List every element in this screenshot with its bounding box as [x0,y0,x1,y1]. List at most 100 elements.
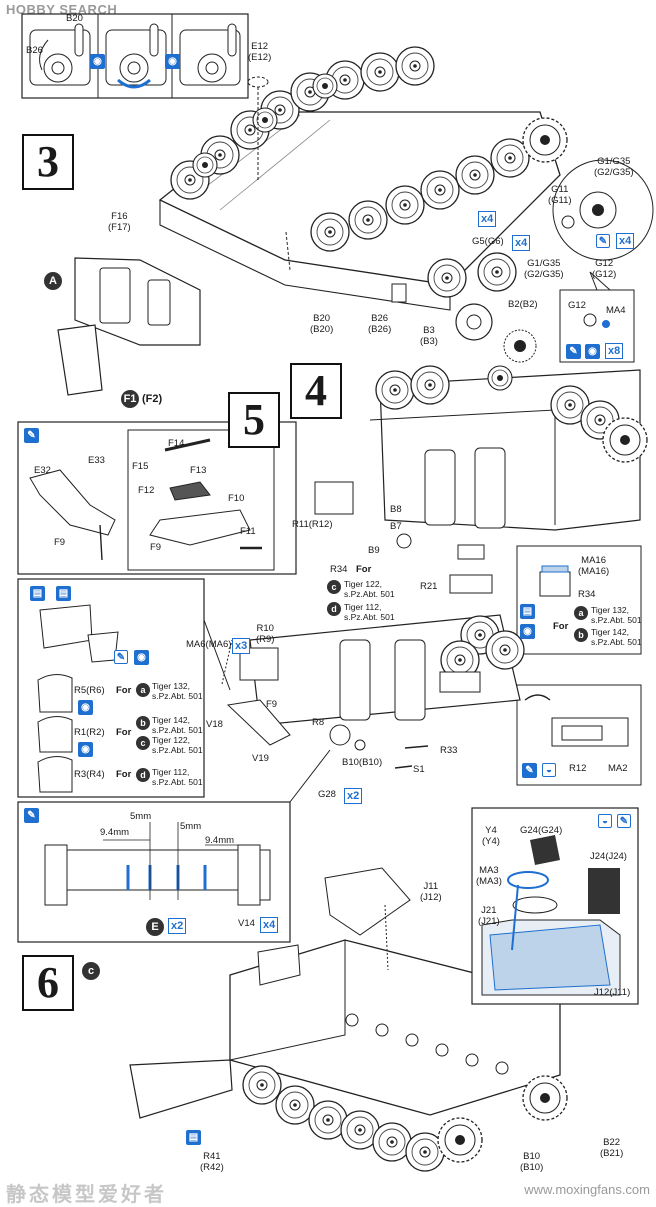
label-f10: F10 [228,493,245,504]
f9-subdetail-box [127,429,275,571]
glue-icon-1: ◉ [90,54,105,69]
label-b20: B20 [66,13,83,24]
label-9-4mm-b: 9.4mm [205,835,235,846]
label-r3: R3(R4) [74,769,105,780]
label-f13: F13 [190,465,207,476]
label-f15: F15 [132,461,149,472]
marker-d-s5: d [136,768,150,782]
label-tiger112-s5: Tiger 112, s.Pz.Abt. 501 [152,767,203,787]
multiplier-x4-v14: x4 [260,917,279,933]
marker-a-s5: a [136,683,150,697]
label-g28: G28 [318,789,336,800]
multiplier-x4-g11: x4 [616,233,635,249]
label-tiger132-s4: Tiger 132, s.Pz.Abt. 501 [591,605,642,625]
label-e12: E12 (E12) [248,41,272,63]
label-g24: G24(G24) [520,825,563,836]
drop-icon-interior: ◒ [598,814,612,828]
label-r21: R21 [420,581,438,592]
label-f12: F12 [138,485,155,496]
glue-icon-ma16: ◉ [520,624,535,639]
label-f9: F9 [54,537,66,548]
label-ma16: MA16 (MA16) [578,555,610,577]
label-for-ma16: For [553,621,569,632]
step-number-3: 3 [22,134,74,190]
multiplier-x2-e: x2 [168,918,187,934]
multiplier-x4-g5: x4 [512,235,531,251]
label-r11: R11(R12) [292,519,333,530]
paint-icon-f9: ✎ [24,428,39,443]
label-j11: J11 (J12) [420,881,442,903]
label-r12: R12 [569,763,587,774]
paint-icon-r12: ✎ [522,763,537,778]
multiplier-x8: x8 [605,343,624,359]
label-b9: B9 [368,545,380,556]
glue-icon-marking: ◉ [134,650,149,665]
step-number-4: 4 [290,363,342,419]
label-f14: F14 [168,438,185,449]
label-g12b: G12 [568,300,586,311]
label-e32: E32 [34,465,51,476]
label-g1-top: G1/G35 (G2/G35) [594,156,634,178]
label-g12: G12 (G12) [592,258,617,280]
paint-icon-suspension: ✎ [24,808,39,823]
label-b2: B2(B2) [508,299,538,310]
label-v14: V14 [238,918,255,929]
label-b10-s6: B10 (B10) [520,1151,544,1173]
multiplier-x4-top: x4 [478,211,497,227]
multiplier-x2-g28: x2 [344,788,363,804]
marker-e: E [146,918,164,936]
label-r5: R5(R6) [74,685,105,696]
label-y4: Y4 (Y4) [482,825,500,847]
paint-icon-marking-3: ✎ [114,650,128,664]
label-r10: R10 (R9) [256,623,275,645]
label-b26: B26 [26,45,43,56]
marker-d-s4: d [327,602,341,616]
label-v18: V18 [206,719,223,730]
label-b7: B7 [390,521,402,532]
label-b10-s5: B10(B10) [342,757,383,768]
label-r41: R41 (R42) [200,1151,224,1173]
label-for-r3: For [116,769,132,780]
label-r34: R34 [330,564,348,575]
label-v19: V19 [252,753,269,764]
label-j21: J21 (J21) [478,905,500,927]
marker-b-s5: b [136,716,150,730]
multiplier-x3: x3 [232,638,251,654]
label-for-s4: For [356,564,372,575]
label-f11: F11 [240,526,256,537]
label-ma2: MA2 [608,763,628,774]
label-g1: G1/G35 (G2/G35) [524,258,564,280]
step-number-6: 6 [22,955,74,1011]
label-r34b: R34 [578,589,596,600]
label-f9c: F9 [266,699,278,710]
label-9-4mm-a: 9.4mm [100,827,130,838]
label-f9b: F9 [150,542,162,553]
paint-icon-g12: ✎ [566,344,581,359]
label-j24: J24(J24) [590,851,627,862]
label-r8: R8 [312,717,325,728]
label-b22: B22 (B21) [600,1137,624,1159]
label-tiger132-s5: Tiger 132, s.Pz.Abt. 501 [152,681,203,701]
marker-f1: F1 [121,390,139,408]
marker-c-s4: c [327,580,341,594]
step-number-5: 5 [228,392,280,448]
label-5mm-b: 5mm [180,821,202,832]
label-5mm-a: 5mm [130,811,152,822]
label-j12: J12(J11) [594,987,631,998]
label-tiger142-s5: Tiger 142, s.Pz.Abt. 501 [152,715,203,735]
label-g11: G11 (G11) [548,184,572,206]
paint-icon-r41: ▤ [186,1130,201,1145]
label-ma6: MA6(MA6) [186,639,232,650]
label-tiger122-s5: Tiger 122, s.Pz.Abt. 501 [152,735,203,755]
paint-icon-interior: ✎ [617,814,631,828]
label-g5: G5(G6) [472,236,504,247]
footer-url: www.moxingfans.com [524,1182,650,1197]
label-f2: (F2) [142,393,163,405]
glue-icon-r5: ◉ [78,700,93,715]
glue-icon-g12: ◉ [585,344,600,359]
marker-c-s5: c [136,736,150,750]
paint-icon-marking-1: ▤ [30,586,45,601]
label-ma4: MA4 [606,305,626,316]
paint-icon-ma16: ▤ [520,604,535,619]
